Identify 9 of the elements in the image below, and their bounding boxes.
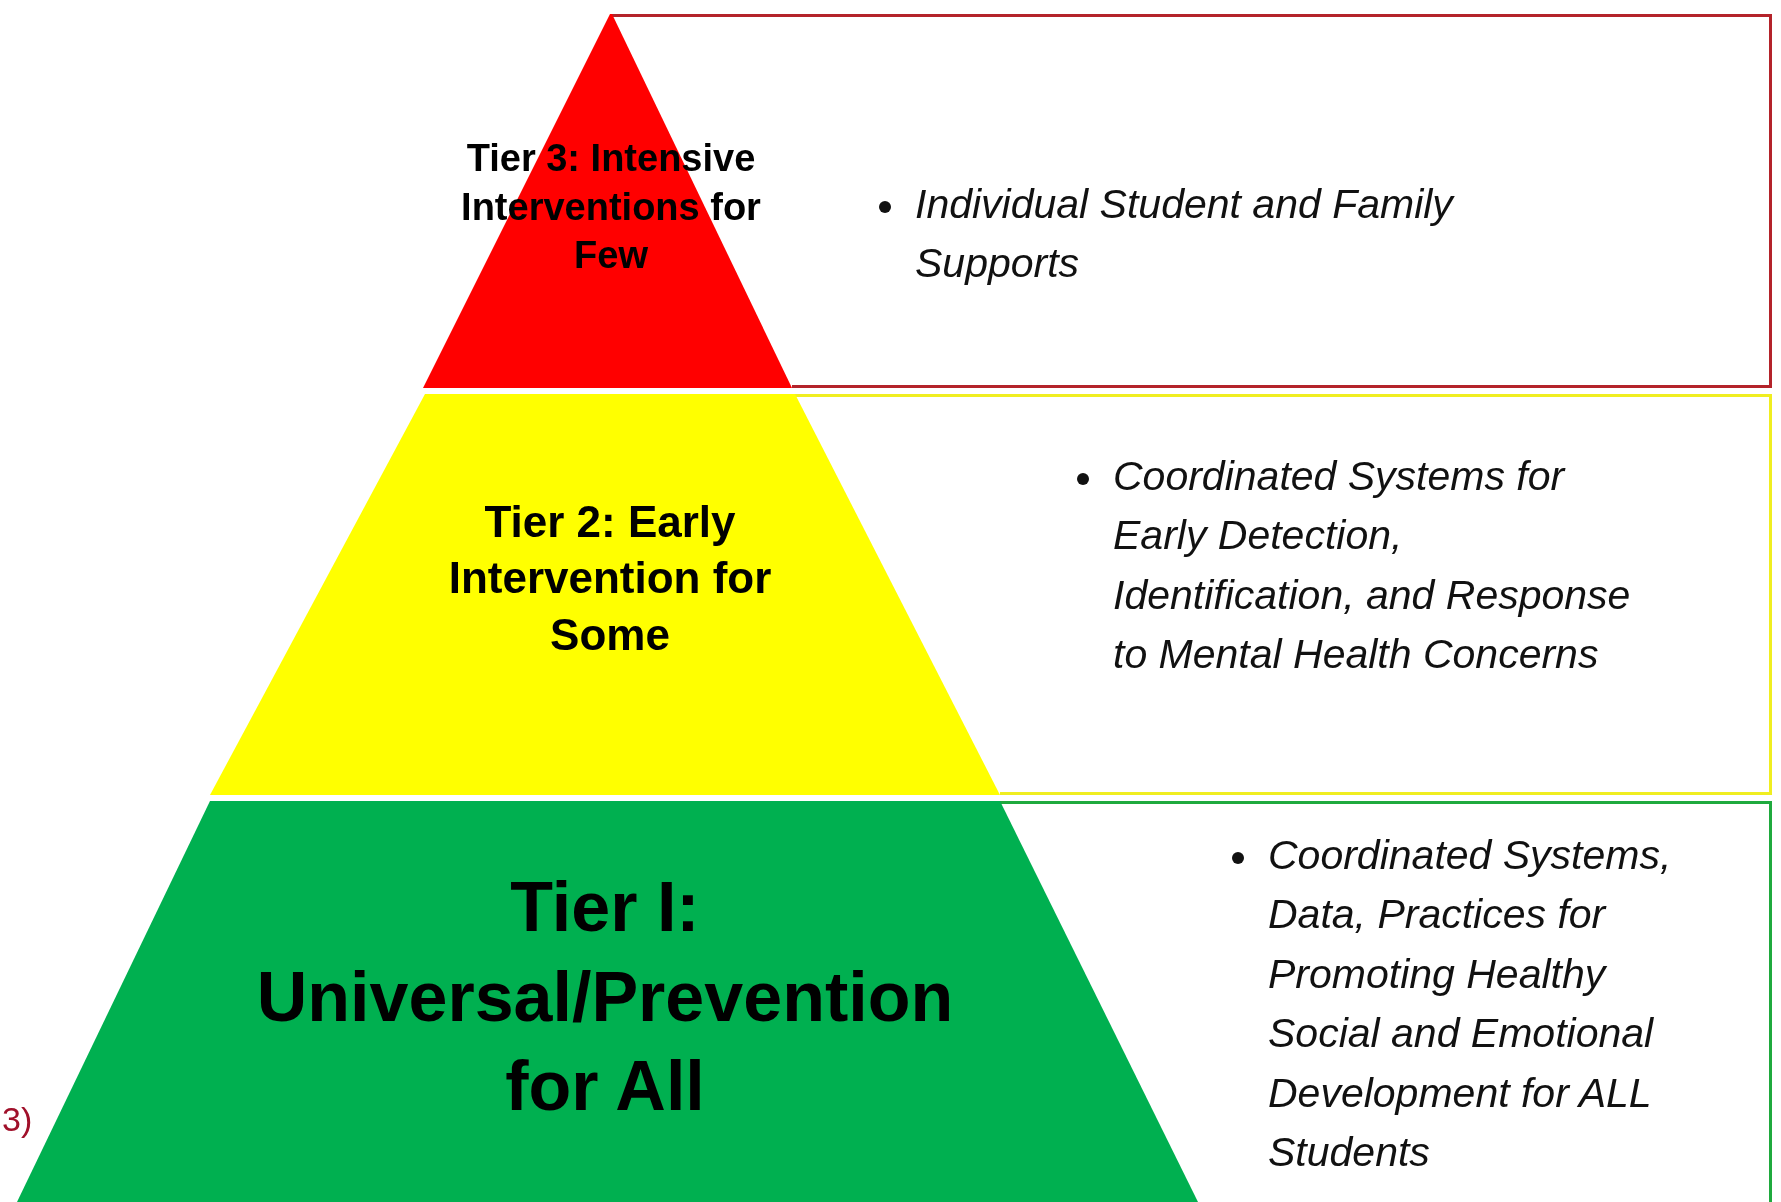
description-text: Coordinated Systems, Data, Practices for Promoting Healthy Social and Emotional Development for ALL Students [1268, 831, 1673, 1178]
description-text: Individual Student and Family Supports [915, 180, 1456, 289]
cut-off-text: 3) [2, 1100, 33, 1139]
description-box [792, 14, 1772, 388]
description-text: Coordinated Systems for Early Detection, Identification, and Response to Mental Health Concerns [1113, 452, 1632, 680]
description-box [1000, 394, 1772, 795]
description-box [1198, 801, 1772, 1202]
tier-title: Tier 2: Early Intervention for Some [447, 496, 773, 661]
tier-title: Tier I: Universal/Prevention for All [255, 867, 955, 1128]
